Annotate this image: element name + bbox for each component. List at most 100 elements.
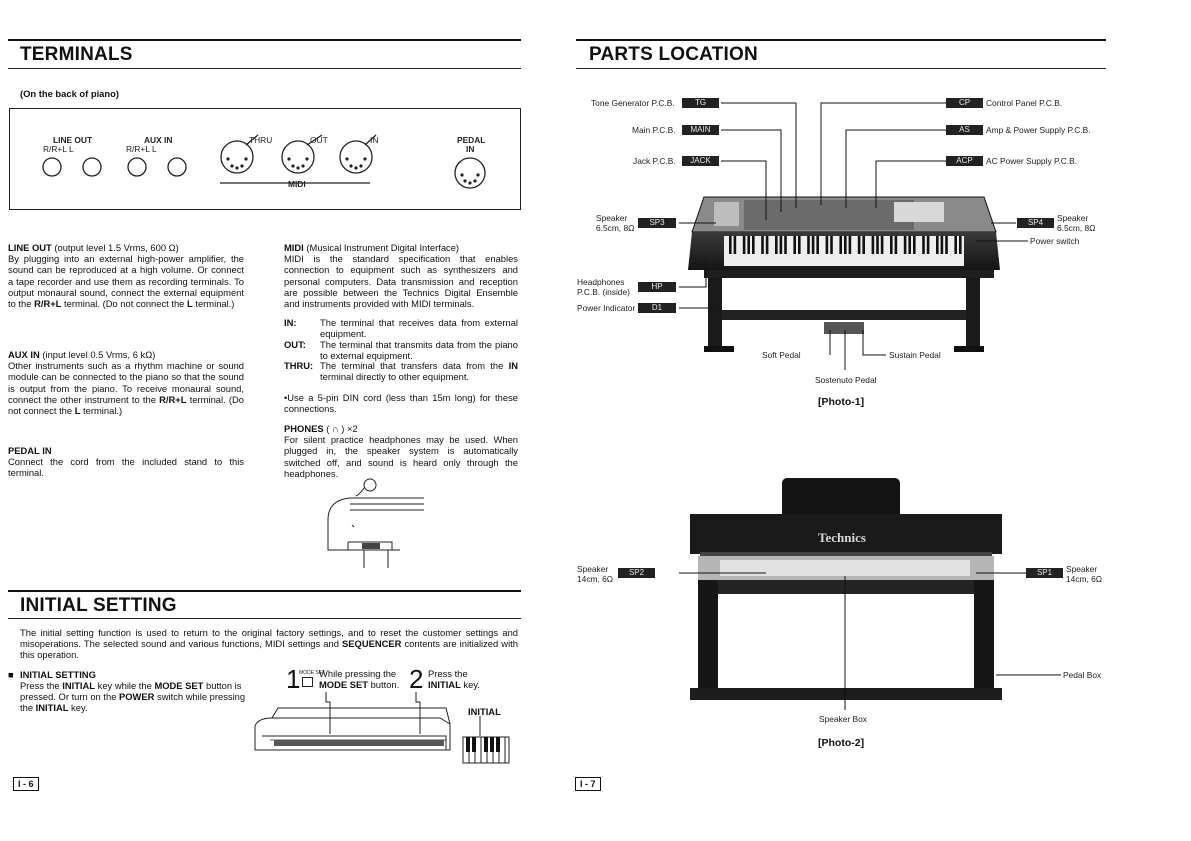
- aux-in-body-2: terminal. (Do not connect the: [8, 393, 245, 417]
- midi-in-desc: The terminal that receives data from ext…: [320, 317, 518, 340]
- step-2-tail: key.: [460, 679, 480, 691]
- headphones-label: Headphones: [577, 277, 625, 287]
- body-text: key.: [68, 702, 88, 714]
- d1-tag: D1: [638, 303, 676, 313]
- step-2-number: 2: [409, 664, 424, 694]
- midi-thru-din-icon: [220, 140, 254, 174]
- line-out-r-jack-icon: [42, 157, 62, 177]
- midi-out-din-icon: [281, 140, 315, 174]
- black-key: [926, 236, 930, 254]
- black-key: [871, 236, 875, 254]
- black-key: [752, 236, 755, 254]
- black-key: [830, 236, 833, 254]
- initial-intro: The initial setting function is used to …: [20, 627, 518, 661]
- black-key: [761, 236, 764, 254]
- body-text: key while the: [95, 680, 155, 691]
- tg-tag: TG: [682, 98, 719, 108]
- body-text: Press the: [20, 680, 63, 691]
- headphone-icon: ( ∩ ) ×2: [323, 423, 358, 434]
- aux-in-spec: (input level 0.5 Vrms, 6 kΩ): [39, 349, 156, 360]
- photo-1-caption: [Photo-1]: [818, 396, 865, 408]
- black-key: [807, 236, 810, 254]
- terminal-rl-ref: R/R+L: [34, 298, 62, 310]
- pedal-in-label: IN: [466, 144, 475, 154]
- din-cord-note: •Use a 5-pin DIN cord (less than 15m lon…: [284, 392, 518, 415]
- speaker-right-spec: 6.5cm, 8Ω: [1057, 223, 1096, 233]
- acp-label: AC Power Supply P.C.B.: [986, 156, 1078, 166]
- black-key: [848, 236, 852, 254]
- bullet-square-icon: ■: [8, 669, 14, 680]
- soft-pedal-label: Soft Pedal: [762, 350, 801, 360]
- piano-keyboard-sketch: [254, 692, 510, 764]
- black-key: [765, 236, 769, 254]
- midi-out-term: OUT:: [284, 339, 306, 350]
- black-key: [742, 236, 746, 254]
- initial-setting-subhead: INITIAL SETTING: [20, 669, 96, 680]
- photo-1-leader-lines: [679, 102, 1028, 370]
- sequencer-ref: SEQUENCER: [342, 638, 402, 650]
- speaker-sp1-label: Speaker: [1066, 564, 1098, 574]
- black-key: [862, 236, 865, 254]
- pedal-box-label: Pedal Box: [1063, 670, 1102, 680]
- black-key: [729, 236, 732, 254]
- initial-intro-text-2: contents are initialized with this opera…: [20, 638, 518, 661]
- pedal-in-paragraph: PEDAL IN Connect the cord from the inclu…: [8, 445, 244, 479]
- black-key: [954, 236, 957, 254]
- black-key: [880, 236, 884, 254]
- page-number-right: I - 7: [575, 777, 601, 791]
- step-2-initial: INITIAL: [428, 679, 461, 691]
- aux-in-sublabel: R/R+L L: [126, 144, 157, 154]
- black-key: [733, 236, 737, 254]
- black-key: [913, 236, 916, 254]
- black-key: [816, 236, 819, 254]
- sp4-tag: SP4: [1017, 218, 1054, 228]
- black-key: [747, 236, 750, 254]
- black-key: [876, 236, 879, 254]
- midi-out-desc: The terminal that transmits data from th…: [320, 339, 518, 362]
- initial-bottom-rule: [8, 618, 521, 619]
- midi-paragraph: MIDI (Musical Instrument Digital Interfa…: [284, 242, 518, 309]
- sp3-tag: SP3: [638, 218, 676, 228]
- aux-in-l-jack-icon: [167, 157, 187, 177]
- parts-title-bottom-rule: [576, 68, 1106, 69]
- page-number-left: I - 6: [13, 777, 39, 791]
- parts-title-top-rule: [576, 39, 1106, 41]
- phones-paragraph: PHONES ( ∩ ) ×2 For silent practice head…: [284, 423, 518, 479]
- line-out-sublabel: R/R+L L: [43, 144, 74, 154]
- aux-in-paragraph: AUX IN (input level 0.5 Vrms, 6 kΩ) Othe…: [8, 349, 244, 416]
- cp-label: Control Panel P.C.B.: [986, 98, 1063, 108]
- thru-in-ref: IN: [508, 360, 518, 371]
- body-text: switch while pressing the: [20, 691, 246, 714]
- mode-set-button-icon: [302, 677, 313, 687]
- speaker-sp2-label: Speaker: [577, 564, 609, 574]
- mode-set-button-label: MODE SET: [299, 670, 326, 676]
- thru-label: THRU: [249, 135, 273, 145]
- pedal-label: PEDAL: [457, 135, 486, 145]
- terminal-rl-ref: R/R+L: [159, 393, 187, 405]
- step-2-line: Press the: [428, 668, 468, 679]
- jack-tag: JACK: [682, 156, 719, 166]
- black-key: [903, 236, 907, 254]
- sp2-tag: SP2: [618, 568, 655, 578]
- midi-in-term: IN:: [284, 317, 297, 328]
- black-key: [945, 236, 948, 254]
- black-key: [936, 236, 939, 254]
- midi-body: MIDI is the standard specification that …: [284, 253, 518, 310]
- pedal-in-body: Connect the cord from the included stand…: [8, 456, 244, 479]
- black-key: [775, 236, 778, 254]
- terminals-title: TERMINALS: [20, 44, 133, 65]
- phones-heading: PHONES: [284, 423, 324, 434]
- main-tag: MAIN: [682, 125, 719, 135]
- initial-key-ref: INITIAL: [62, 680, 96, 691]
- speaker-sp1-spec: 14cm, 6Ω: [1066, 574, 1103, 584]
- body-text: button is pressed. Or turn on the: [20, 680, 242, 703]
- photo-2-caption: [Photo-2]: [818, 737, 865, 749]
- step-1-tail: button.: [367, 679, 400, 691]
- line-out-body-2: terminal. (Do not connect the: [61, 298, 188, 310]
- line-out-spec: (output level 1.5 Vrms, 600 Ω): [51, 242, 179, 253]
- initial-key-ref: INITIAL: [35, 702, 69, 714]
- initial-key-label: INITIAL: [468, 706, 501, 717]
- black-key: [857, 236, 861, 254]
- technics-brand-logo: Technics: [818, 530, 866, 545]
